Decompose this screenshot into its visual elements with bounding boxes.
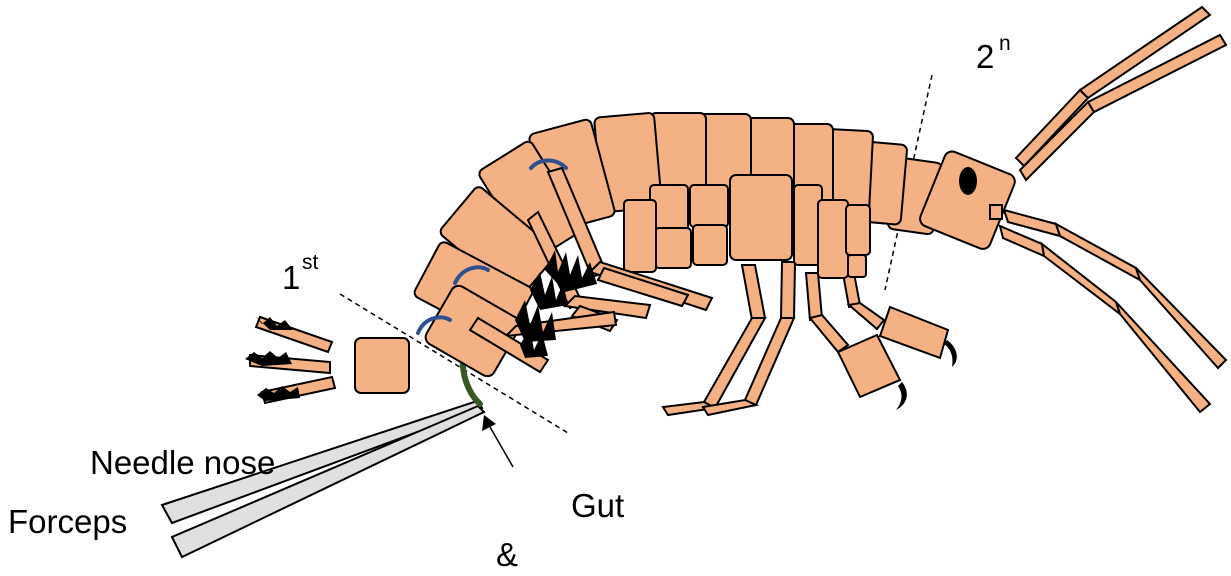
second-cut-number: 2 [976,40,994,73]
gut-label: Gut [571,489,624,522]
antennae [1000,7,1226,412]
second-cut-superscript: n [999,33,1011,54]
gut-pointer-arrow [482,415,513,467]
ampersand-label: & [496,538,518,571]
walking-legs [663,262,957,415]
first-cut-superscript: st [302,252,318,273]
detached-rear-segment-icon [245,316,409,403]
eye-icon [959,167,977,195]
tool-label-line1: Needle nose [90,446,275,479]
tool-label-line2: Forceps [8,505,127,538]
first-cut-number: 1 [282,261,300,294]
